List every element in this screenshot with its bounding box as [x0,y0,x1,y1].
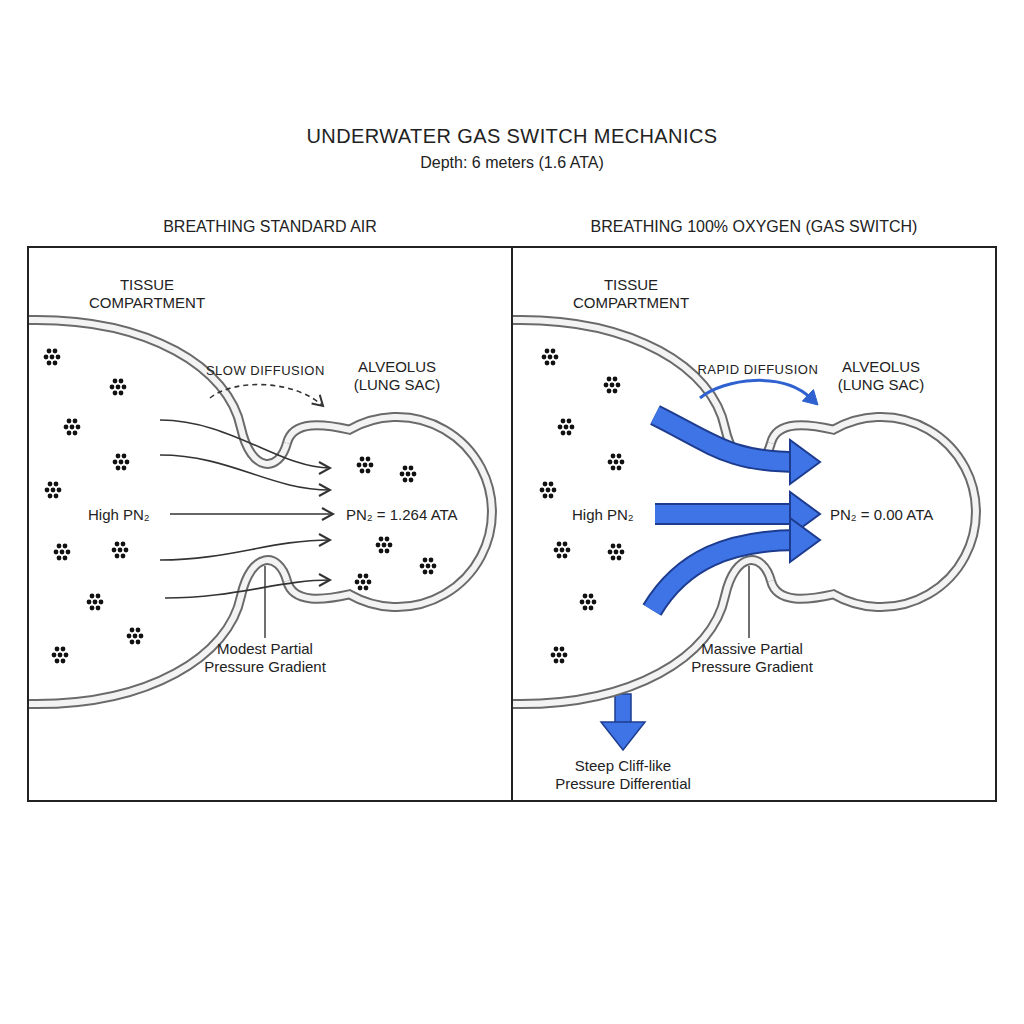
flow-arrow [170,508,333,520]
flow-arrow [160,534,330,560]
node-heading: TISSUE COMPARTMENT [82,276,212,312]
edge-label: RAPID DIFFUSION [697,362,818,377]
arrow-outline [652,540,799,610]
node-text: PN₂ = 1.264 ATA [346,506,458,524]
flow-arrow [655,415,820,484]
nitrogen-molecules [608,544,625,561]
arrow-head [319,574,330,586]
leader-line [264,566,265,638]
node-text: High PN₂ [88,506,150,524]
membrane-lumen [513,560,771,704]
nitrogen-molecules [608,454,625,471]
nitrogen-molecules [355,574,372,591]
flow-arrow [165,574,330,598]
membrane-lumen [771,417,976,607]
membrane-wall [29,320,287,464]
membrane-wall [287,417,492,607]
nitrogen-molecules [110,379,127,396]
nitrogen-molecules [604,377,621,394]
arrow-head [790,440,820,484]
nitrogen-molecules [45,482,62,499]
nitrogen-molecules [64,419,81,436]
arrow-head [319,484,330,496]
comparison-panel: BREATHING 100% OXYGEN (GAS SWITCH)TISSUE… [511,246,997,802]
arrow-shaft [160,455,330,490]
node-heading: ALVEOLUS (LUNG SAC) [821,358,941,394]
membrane-wall [513,560,771,704]
arrow-shaft [160,540,330,560]
membrane-wall [29,560,287,704]
nitrogen-molecules [376,537,393,554]
cliff-arrow-head [601,722,645,750]
nitrogen-molecules [580,594,597,611]
arrow-shaft [700,380,811,398]
nitrogen-molecules [420,558,437,575]
arrow-head [790,492,820,536]
nitrogen-molecules [113,454,130,471]
membrane-lumen [29,560,287,704]
arrow-head [319,534,330,546]
depth-subtitle: Depth: 6 meters (1.6 ATA) [262,154,762,172]
flow-arrow [160,420,330,474]
nitrogen-molecules [44,349,61,366]
membrane-wall [771,417,976,607]
node-text: PN₂ = 0.00 ATA [830,506,933,524]
comparison-panel: BREATHING STANDARD AIRTISSUE COMPARTMENT… [27,246,513,802]
flow-arrow [655,492,820,536]
node-heading: TISSUE COMPARTMENT [566,276,696,312]
arrow-shaft [655,415,799,462]
edge-label: SLOW DIFFUSION [206,363,325,378]
arrow-shaft [160,420,330,468]
flow-arrow [652,518,820,610]
membrane-lumen [287,417,492,607]
cliff-arrow-shaft [615,694,631,724]
node-heading: ALVEOLUS (LUNG SAC) [337,358,457,394]
node-heading: BREATHING 100% OXYGEN (GAS SWITCH) [513,218,995,236]
arrow-head [322,508,333,520]
arrow-outline [655,503,799,525]
nitrogen-molecules [400,466,417,483]
leader-line [748,566,749,638]
nitrogen-molecules [87,594,104,611]
arrow-shaft [652,540,799,610]
membrane-wall [513,320,771,464]
nitrogen-molecules [542,349,559,366]
alveolus-sac: ALVEOLUS (LUNG SAC)PN₂ = 1.264 ATA [284,408,499,618]
nitrogen-molecules [554,542,571,559]
nitrogen-molecules [52,647,69,664]
arrow-outline [655,415,799,462]
diffusion-arrow [700,380,818,405]
nitrogen-molecules [551,647,568,664]
arrow-head [802,390,818,405]
arrow-shaft [165,580,330,598]
annotation-note: Modest Partial Pressure Gradient [190,640,340,676]
node-text: High PN₂ [572,506,634,524]
arrow-shaft [170,513,333,515]
node-heading: BREATHING STANDARD AIR [29,218,511,236]
flow-arrow [160,455,330,496]
arrow-head [319,462,330,474]
nitrogen-molecules [127,628,144,645]
membrane-lumen [513,320,771,464]
nitrogen-molecules [54,544,71,561]
arrow-head [312,395,323,406]
arrow-head [790,518,820,562]
nitrogen-molecules [558,419,575,436]
arrow-shaft [655,505,799,523]
diffusion-arrow [210,385,323,406]
nitrogen-molecules [540,482,557,499]
membrane-lumen [29,320,287,464]
nitrogen-molecules [357,457,374,474]
nitrogen-molecules [112,542,129,559]
diagram-title: UNDERWATER GAS SWITCH MECHANICS [0,125,1024,148]
alveolus-sac: ALVEOLUS (LUNG SAC)PN₂ = 0.00 ATA [768,408,983,618]
annotation-note: Steep Cliff-like Pressure Differential [543,757,703,793]
arrow-shaft [210,385,323,406]
annotation-note: Massive Partial Pressure Gradient [677,640,827,676]
